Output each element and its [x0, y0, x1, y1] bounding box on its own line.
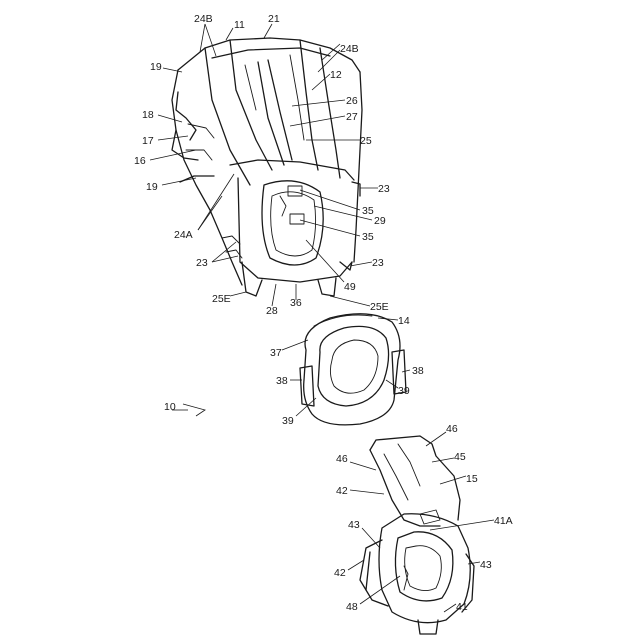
label-37: 37 [270, 347, 282, 359]
label-42-top: 42 [336, 485, 348, 497]
label-25: 25 [360, 135, 372, 147]
label-39-left: 39 [282, 415, 294, 427]
label-45: 45 [454, 451, 466, 463]
label-39-right: 39 [398, 385, 410, 397]
label-29: 29 [374, 215, 386, 227]
label-49: 49 [344, 281, 356, 293]
label-23-low: 23 [372, 257, 384, 269]
label-18: 18 [142, 109, 154, 121]
label-28: 28 [266, 305, 278, 317]
label-25e-right: 25E [370, 301, 389, 313]
seal [300, 314, 406, 425]
label-14: 14 [398, 315, 410, 327]
label-19-low: 19 [146, 181, 158, 193]
label-35-low: 35 [362, 231, 374, 243]
label-38-right: 38 [412, 365, 424, 377]
label-24a: 24A [174, 229, 193, 241]
label-15: 15 [466, 473, 478, 485]
label-17: 17 [142, 135, 154, 147]
label-23-left: 23 [196, 257, 208, 269]
label-21: 21 [268, 13, 280, 25]
label-41a: 41A [494, 515, 513, 527]
label-43-right: 43 [480, 559, 492, 571]
label-24b-right: 24B [340, 43, 359, 55]
leader-lines [150, 24, 494, 612]
label-12: 12 [330, 69, 342, 81]
label-11: 11 [234, 19, 245, 31]
label-42-low: 42 [334, 567, 346, 579]
label-46-right: 46 [446, 423, 458, 435]
label-48: 48 [346, 601, 358, 613]
label-35-up: 35 [362, 205, 374, 217]
label-25e-left: 25E [212, 293, 231, 305]
label-10: 10 [164, 401, 176, 413]
label-19-top: 19 [150, 61, 162, 73]
label-38-left: 38 [276, 375, 288, 387]
reference-numerals: 11 21 24B 24B 19 12 26 18 27 17 25 16 19… [134, 13, 513, 613]
label-36: 36 [290, 297, 302, 309]
label-23-right: 23 [378, 183, 390, 195]
label-43-left: 43 [348, 519, 360, 531]
label-24b-top: 24B [194, 13, 213, 25]
label-46-left: 46 [336, 453, 348, 465]
label-26: 26 [346, 95, 358, 107]
label-27: 27 [346, 111, 358, 123]
label-16: 16 [134, 155, 146, 167]
label-41: 41 [456, 601, 468, 613]
